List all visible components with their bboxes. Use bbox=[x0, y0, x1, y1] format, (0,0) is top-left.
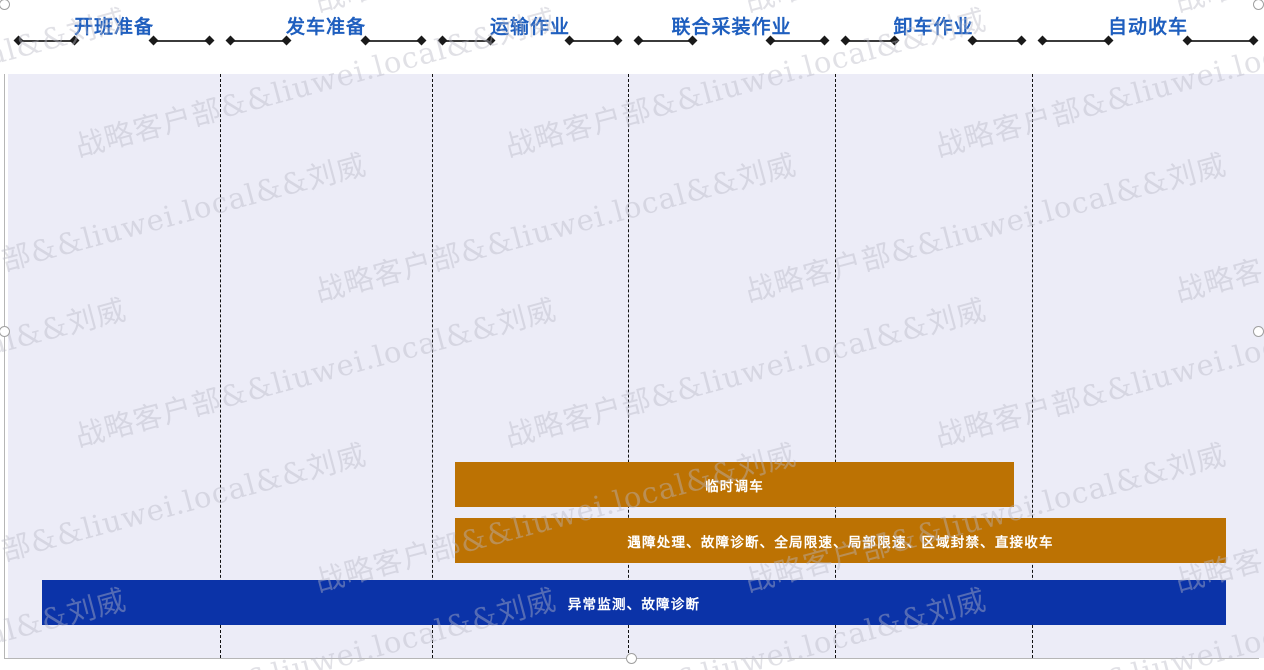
cross-bar-exception-handling[interactable]: 遇障处理、故障诊断、全局限速、局部限速、区域封禁、直接收车 bbox=[455, 518, 1226, 563]
phase-title-2: 发车准备 bbox=[285, 17, 366, 38]
phase-connector-6-right bbox=[1182, 35, 1259, 46]
phase-header-2[interactable]: 发车准备 bbox=[220, 0, 432, 74]
phase-connector-1-right bbox=[148, 35, 215, 46]
phase-title-6: 自动收车 bbox=[1107, 17, 1188, 38]
phase-connector-2-left bbox=[225, 35, 292, 46]
phase-title-1: 开班准备 bbox=[73, 17, 154, 38]
phase-connector-4-right bbox=[765, 35, 830, 46]
column-separator-1 bbox=[220, 74, 221, 658]
phase-title-3: 运输作业 bbox=[489, 17, 570, 38]
phase-connector-3-right bbox=[564, 35, 623, 46]
phase-header-bar: 开班准备 发车准备 运输作业 联合采装作业 卸车作业 自动收车 bbox=[0, 0, 1264, 74]
phase-header-6[interactable]: 自动收车 bbox=[1032, 0, 1264, 74]
phase-header-5[interactable]: 卸车作业 bbox=[835, 0, 1032, 74]
column-separator-3 bbox=[628, 74, 629, 658]
phase-connector-1-left bbox=[13, 35, 80, 46]
resize-handle-middle-right[interactable] bbox=[1253, 326, 1264, 337]
column-separator-5 bbox=[1032, 74, 1033, 658]
phase-connector-5-right bbox=[967, 35, 1027, 46]
cross-bar-monitoring[interactable]: 异常监测、故障诊断 bbox=[42, 580, 1226, 625]
resize-handle-middle-left[interactable] bbox=[0, 326, 10, 337]
cross-bar-temp-dispatch[interactable]: 临时调车 bbox=[455, 462, 1014, 507]
resize-handle-bottom-center[interactable] bbox=[626, 653, 637, 664]
phase-connector-5-left bbox=[840, 35, 900, 46]
phase-title-4: 联合采装作业 bbox=[671, 17, 792, 38]
column-separator-4 bbox=[835, 74, 836, 658]
diagram-panel bbox=[8, 74, 1264, 658]
phase-connector-4-left bbox=[633, 35, 698, 46]
phase-header-1[interactable]: 开班准备 bbox=[8, 0, 220, 74]
phase-connector-2-right bbox=[360, 35, 427, 46]
phase-header-3[interactable]: 运输作业 bbox=[432, 0, 628, 74]
column-separator-2 bbox=[432, 74, 433, 658]
phase-connector-6-left bbox=[1037, 35, 1114, 46]
phase-connector-3-left bbox=[437, 35, 496, 46]
resize-handle-top-left[interactable] bbox=[0, 0, 10, 10]
phase-header-4[interactable]: 联合采装作业 bbox=[628, 0, 835, 74]
phase-title-5: 卸车作业 bbox=[893, 17, 974, 38]
